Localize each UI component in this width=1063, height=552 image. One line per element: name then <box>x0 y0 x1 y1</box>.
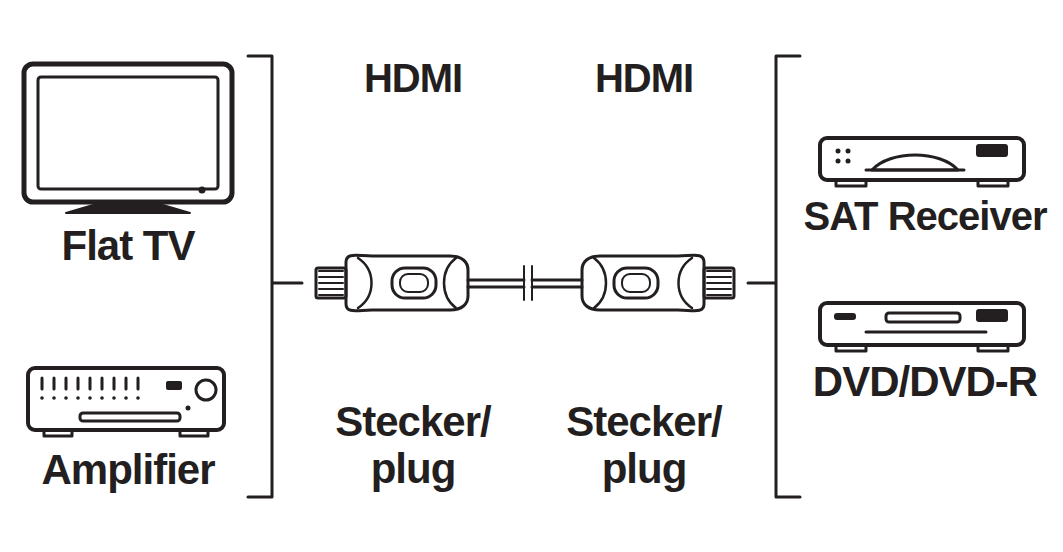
device-box: SAT Receiver <box>800 132 1050 252</box>
plug-label: Stecker/ plug <box>318 398 508 492</box>
device-label: DVD/DVD-R <box>800 358 1050 405</box>
device-label: SAT Receiver <box>800 194 1050 239</box>
connector-type: HDMI <box>323 56 503 101</box>
plug-label: Stecker/ plug <box>549 398 739 492</box>
dvd-player-icon <box>820 303 1024 351</box>
bracket <box>248 56 302 497</box>
connector-type: HDMI <box>554 56 734 101</box>
tv-icon <box>24 64 232 213</box>
device-box: Amplifier <box>20 362 236 504</box>
sat-receiver-icon <box>820 138 1024 186</box>
bracket <box>776 56 800 497</box>
device-label: Flat TV <box>20 222 236 269</box>
device-label: Amplifier <box>20 446 236 493</box>
device-box: Flat TV <box>20 58 236 280</box>
device-box: DVD/DVD-R <box>800 297 1050 417</box>
hdmi-cable <box>316 255 775 311</box>
amplifier-icon <box>28 368 224 436</box>
